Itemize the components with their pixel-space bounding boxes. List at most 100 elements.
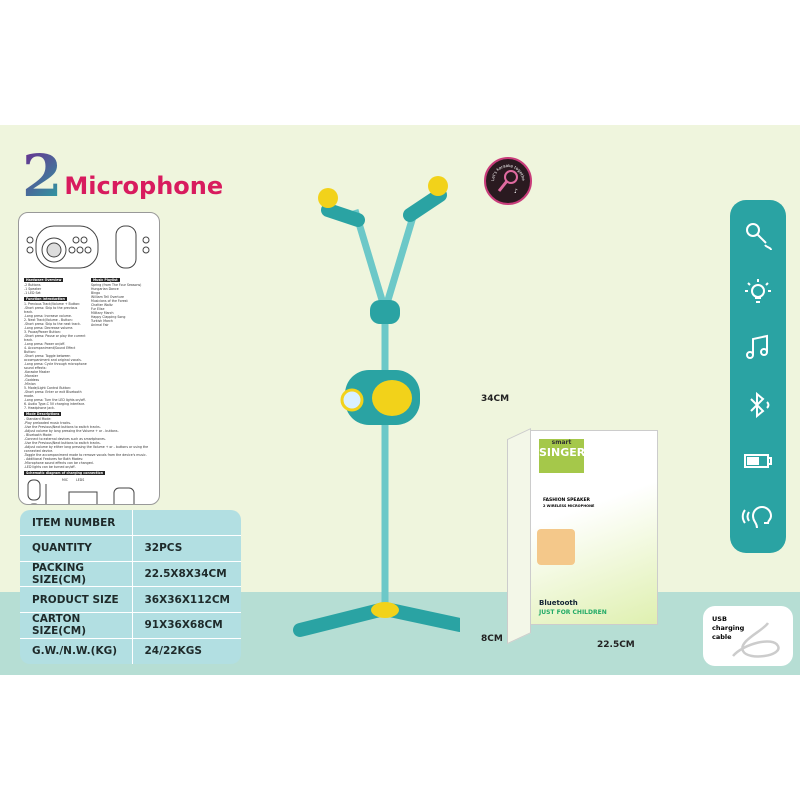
spec-label: ITEM NUMBER — [20, 510, 133, 537]
product-box-front: smart SINGER FASHION SPEAKER 2 WIRELESS … — [530, 430, 658, 625]
device-diagram — [24, 218, 154, 274]
usb-label: USB charging cable — [712, 615, 745, 641]
function-list: 1. Previous Track/Volume + Button:-Short… — [24, 302, 87, 410]
manual-line: - Bluetooth Mode: — [24, 433, 53, 437]
spec-label: CARTON SIZE(CM) — [20, 612, 133, 639]
spec-value: 32PCS — [131, 535, 241, 562]
spec-value: 24/22KGS — [131, 637, 241, 664]
manual-line: -Short press: Skip to the next track. — [24, 322, 81, 326]
manual-line: -LED lights can be turned on/off. — [24, 465, 76, 469]
spec-value: 91X36X68CM — [131, 612, 241, 639]
manual-line: 5. Mode/Light Control Button: — [24, 386, 72, 390]
microphone-icon — [746, 223, 772, 251]
title-number: 2 — [22, 142, 63, 210]
manual-line: -Use the Previous/Next buttons to switch… — [24, 441, 101, 445]
dimension-depth: 8CM — [481, 634, 503, 644]
manual-line: -Long press: Cycle through microphone so… — [24, 362, 87, 370]
manual-line: -Goddess — [24, 378, 40, 382]
spec-row: ITEM NUMBER — [20, 510, 241, 537]
manual-line: Military March — [91, 311, 114, 315]
manual-line: -Monster — [24, 374, 39, 378]
dimension-height: 34CM — [481, 394, 510, 404]
schematic-label-leds: LEDS — [76, 478, 85, 482]
spec-label: G.W./N.W.(KG) — [20, 637, 133, 664]
manual-line: Chatter Waltz — [91, 303, 113, 307]
spec-value: 22.5X8X34CM — [131, 560, 241, 588]
manual-line: -Adjust volume by either long pressing t… — [24, 445, 149, 453]
manual-line: Spring (from The Four Seasons) — [91, 283, 142, 287]
charging-schematic: MIC LEDS — [24, 476, 154, 504]
manual-line: -Long press: Increase volume. — [24, 314, 72, 318]
manual-line: -Short press: Skip to the previous track… — [24, 306, 78, 314]
microphone-stand-product — [293, 176, 460, 637]
manual-line: -Toggle the accompaniment mode to remove… — [24, 453, 147, 457]
mode-list: - Standard Mode:-Play preloaded music tr… — [24, 417, 154, 469]
spec-label: PACKING SIZE(CM) — [20, 560, 133, 588]
manual-line: -Adjust volume by long pressing the Volu… — [24, 429, 119, 433]
spec-value — [131, 510, 241, 537]
box-tagline: JUST FOR CHILDREN — [539, 609, 607, 616]
manual-line: -Long press: Power on/off. — [24, 342, 66, 346]
box-brand: SINGER — [539, 446, 586, 459]
manual-line: 1. Previous Track/Volume + Button: — [24, 302, 81, 306]
feature-icons-panel — [730, 200, 786, 553]
box-bluetooth: Bluetooth — [539, 599, 578, 607]
manual-line: 2. Next Track/Volume - Button: — [24, 318, 73, 322]
function-header: Function Introduction — [24, 297, 67, 301]
manual-line: -Microphone sound effects can be changed… — [24, 461, 94, 465]
manual-line: -Long press: Decrease volume. — [24, 326, 74, 330]
mode-header: Mode Descriptions — [24, 412, 62, 416]
manual-line: 3. Pause/Power Button: — [24, 330, 61, 334]
manual-line: 6. Audio Type-C 5V charging interface. — [24, 402, 86, 406]
manual-line: -Short press: Enter or exit Bluetooth mo… — [24, 390, 82, 398]
schematic-header: Schematic diagram of charging connection — [24, 471, 106, 475]
manual-line: -1 LED Set — [24, 291, 41, 295]
manual-line: -Short press: Pause or play the current … — [24, 334, 86, 342]
box-brand-top: smart — [551, 439, 572, 446]
manual-line: 7. Headphone jack. — [24, 406, 55, 410]
manual-line: -Minion — [24, 382, 36, 386]
manual-line: -Play preloaded music tracks. — [24, 421, 72, 425]
manual-line: -Karaoke Master — [24, 370, 50, 374]
usb-cable-image — [732, 622, 780, 658]
bluetooth-icon — [750, 391, 770, 418]
light-bulb-icon — [745, 279, 771, 304]
dimension-width: 22.5CM — [597, 640, 635, 650]
manual-line: -Short press: Toggle between accompanime… — [24, 354, 82, 362]
voice-icon — [741, 505, 773, 528]
box-logo: smart SINGER — [539, 439, 586, 473]
manual-line: Musicians of the Forest — [91, 299, 128, 303]
playlist-list: Spring (from The Four Seasons)Hungarian … — [91, 283, 154, 327]
music-note-icon — [746, 335, 768, 360]
karaoke-badge: ♪Let's karaoke together — [484, 155, 532, 205]
manual-line: -Use the Previous/Next buttons to switch… — [24, 425, 101, 429]
manual-line: -Long press: Turn the LED lights on/off. — [24, 398, 86, 402]
title-word: Microphone — [64, 172, 224, 200]
manual-line: Hungarian Dance — [91, 287, 119, 291]
product-title: 2 Microphone — [22, 142, 224, 210]
schematic-label-mic: MIC — [62, 478, 68, 482]
manual-line: Turkish March — [91, 319, 113, 323]
box-child-photo — [537, 529, 575, 565]
manual-line: 4. Accompaniment/Sound Effect Button: — [24, 346, 76, 354]
manual-line: Bingo — [91, 291, 101, 295]
manual-line: Animal Fair — [91, 323, 109, 327]
manual-line: Happy Clapping Song — [91, 315, 126, 319]
karaoke-microphone-icon: ♪Let's karaoke together — [485, 155, 526, 195]
playlist-header: Music Playlist — [91, 278, 120, 282]
spec-row: G.W./N.W.(KG)24/22KGS — [20, 637, 241, 664]
svg-text:♪: ♪ — [514, 188, 518, 195]
manual-line: - Standard Mode: — [24, 417, 52, 421]
manual-line: William Tell Overture — [91, 295, 124, 299]
box-line1: FASHION SPEAKER — [543, 498, 591, 503]
spec-row: CARTON SIZE(CM)91X36X68CM — [20, 612, 241, 639]
manual-line: -2 Buttons — [24, 283, 41, 287]
spec-label: QUANTITY — [20, 535, 133, 562]
usb-cable-accessory: USB charging cable — [703, 606, 793, 666]
manual-line: - Additional Features for Both Modes: — [24, 457, 84, 461]
box-line2: 2 WIRELESS MICROPHONE — [543, 504, 595, 508]
battery-icon — [744, 453, 772, 468]
